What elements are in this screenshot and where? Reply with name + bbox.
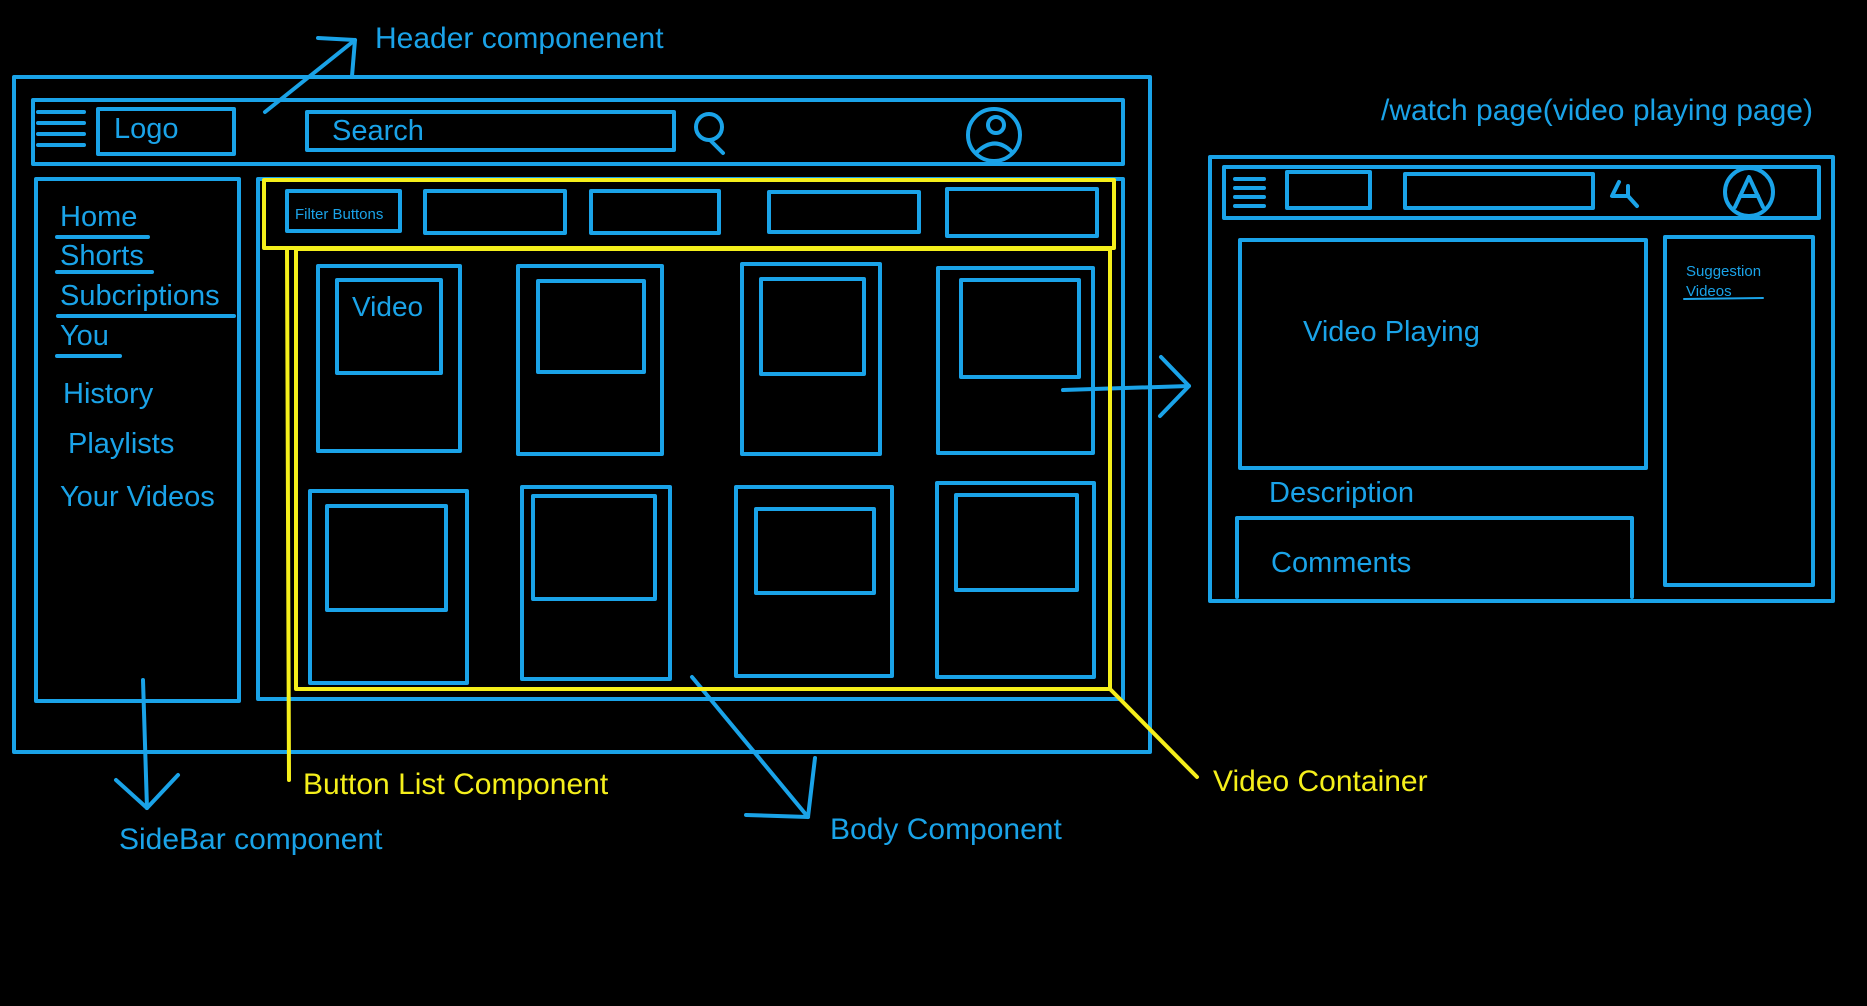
video-card-4 <box>936 266 1095 455</box>
sidebar-item-home: Home <box>60 201 138 233</box>
sidebar-underlines <box>55 235 236 358</box>
video-card-label: Video <box>352 291 424 322</box>
sidebar-item-you: You <box>60 320 109 352</box>
sidebar-component-label: SideBar component <box>119 823 383 856</box>
header-bar <box>31 98 1125 166</box>
video-card-5 <box>308 489 469 685</box>
watch-search-box <box>1403 172 1595 210</box>
user-icon <box>966 107 1022 163</box>
video-container-highlight <box>294 247 1112 691</box>
video-container-pointer <box>1108 687 1199 779</box>
filter-buttons-text: Filter Buttons <box>295 206 384 223</box>
body-arrow <box>690 675 817 819</box>
watch-user-icon <box>1723 166 1775 218</box>
sidebar-item-history: History <box>63 378 154 410</box>
filter-button-2 <box>423 189 567 235</box>
watch-hamburger-icon <box>1233 177 1266 208</box>
comments-box <box>1235 516 1634 599</box>
video-card-1 <box>316 264 462 453</box>
filter-button-1 <box>285 189 402 233</box>
video-container-label: Video Container <box>1213 765 1428 798</box>
button-list-pointer <box>285 246 291 782</box>
hamburger-icon <box>36 110 86 147</box>
watch-page-label: /watch page(video playing page) <box>1381 94 1813 127</box>
video-player-box <box>1238 238 1648 470</box>
sidebar-arrow <box>114 678 180 810</box>
search-text: Search <box>332 115 424 147</box>
watch-logo-box <box>1285 170 1372 210</box>
search-box <box>305 110 676 152</box>
watch-page-frame <box>1208 155 1835 603</box>
search-icon <box>694 112 725 155</box>
suggestion-underline <box>1683 297 1764 300</box>
home-page-frame <box>12 75 1152 754</box>
filter-button-4 <box>767 190 921 234</box>
watch-page-arrow <box>1061 355 1191 418</box>
button-list-component-label: Button List Component <box>303 768 609 801</box>
video-card-3 <box>740 262 882 456</box>
watch-header-bar <box>1222 165 1821 220</box>
description-text: Description <box>1269 477 1415 509</box>
suggestion-text: Suggestion <box>1686 263 1762 280</box>
video-card-7 <box>734 485 894 678</box>
header-arrow <box>263 36 357 114</box>
filter-button-3 <box>589 189 721 235</box>
logo-box <box>96 107 236 156</box>
video-card-2 <box>516 264 664 456</box>
watch-search-icon <box>1610 180 1639 208</box>
video-card-8 <box>935 481 1096 679</box>
sidebar-frame <box>34 177 241 703</box>
header-component-label: Header componenent <box>375 22 664 55</box>
suggestions-panel <box>1663 235 1815 587</box>
logo-text: Logo <box>114 113 179 145</box>
sidebar-item-subscriptions: Subcriptions <box>60 280 220 312</box>
sidebar-item-your-videos: Your Videos <box>60 481 215 513</box>
sidebar-item-shorts: Shorts <box>60 240 144 272</box>
comments-text: Comments <box>1271 547 1412 579</box>
body-frame <box>256 177 1125 701</box>
suggestion-videos-text: Videos <box>1686 283 1732 300</box>
body-component-label: Body Component <box>830 813 1062 846</box>
video-playing-text: Video Playing <box>1303 316 1480 348</box>
video-card-6 <box>520 485 672 681</box>
filter-button-5 <box>945 187 1099 238</box>
sidebar-item-playlists: Playlists <box>68 428 175 460</box>
